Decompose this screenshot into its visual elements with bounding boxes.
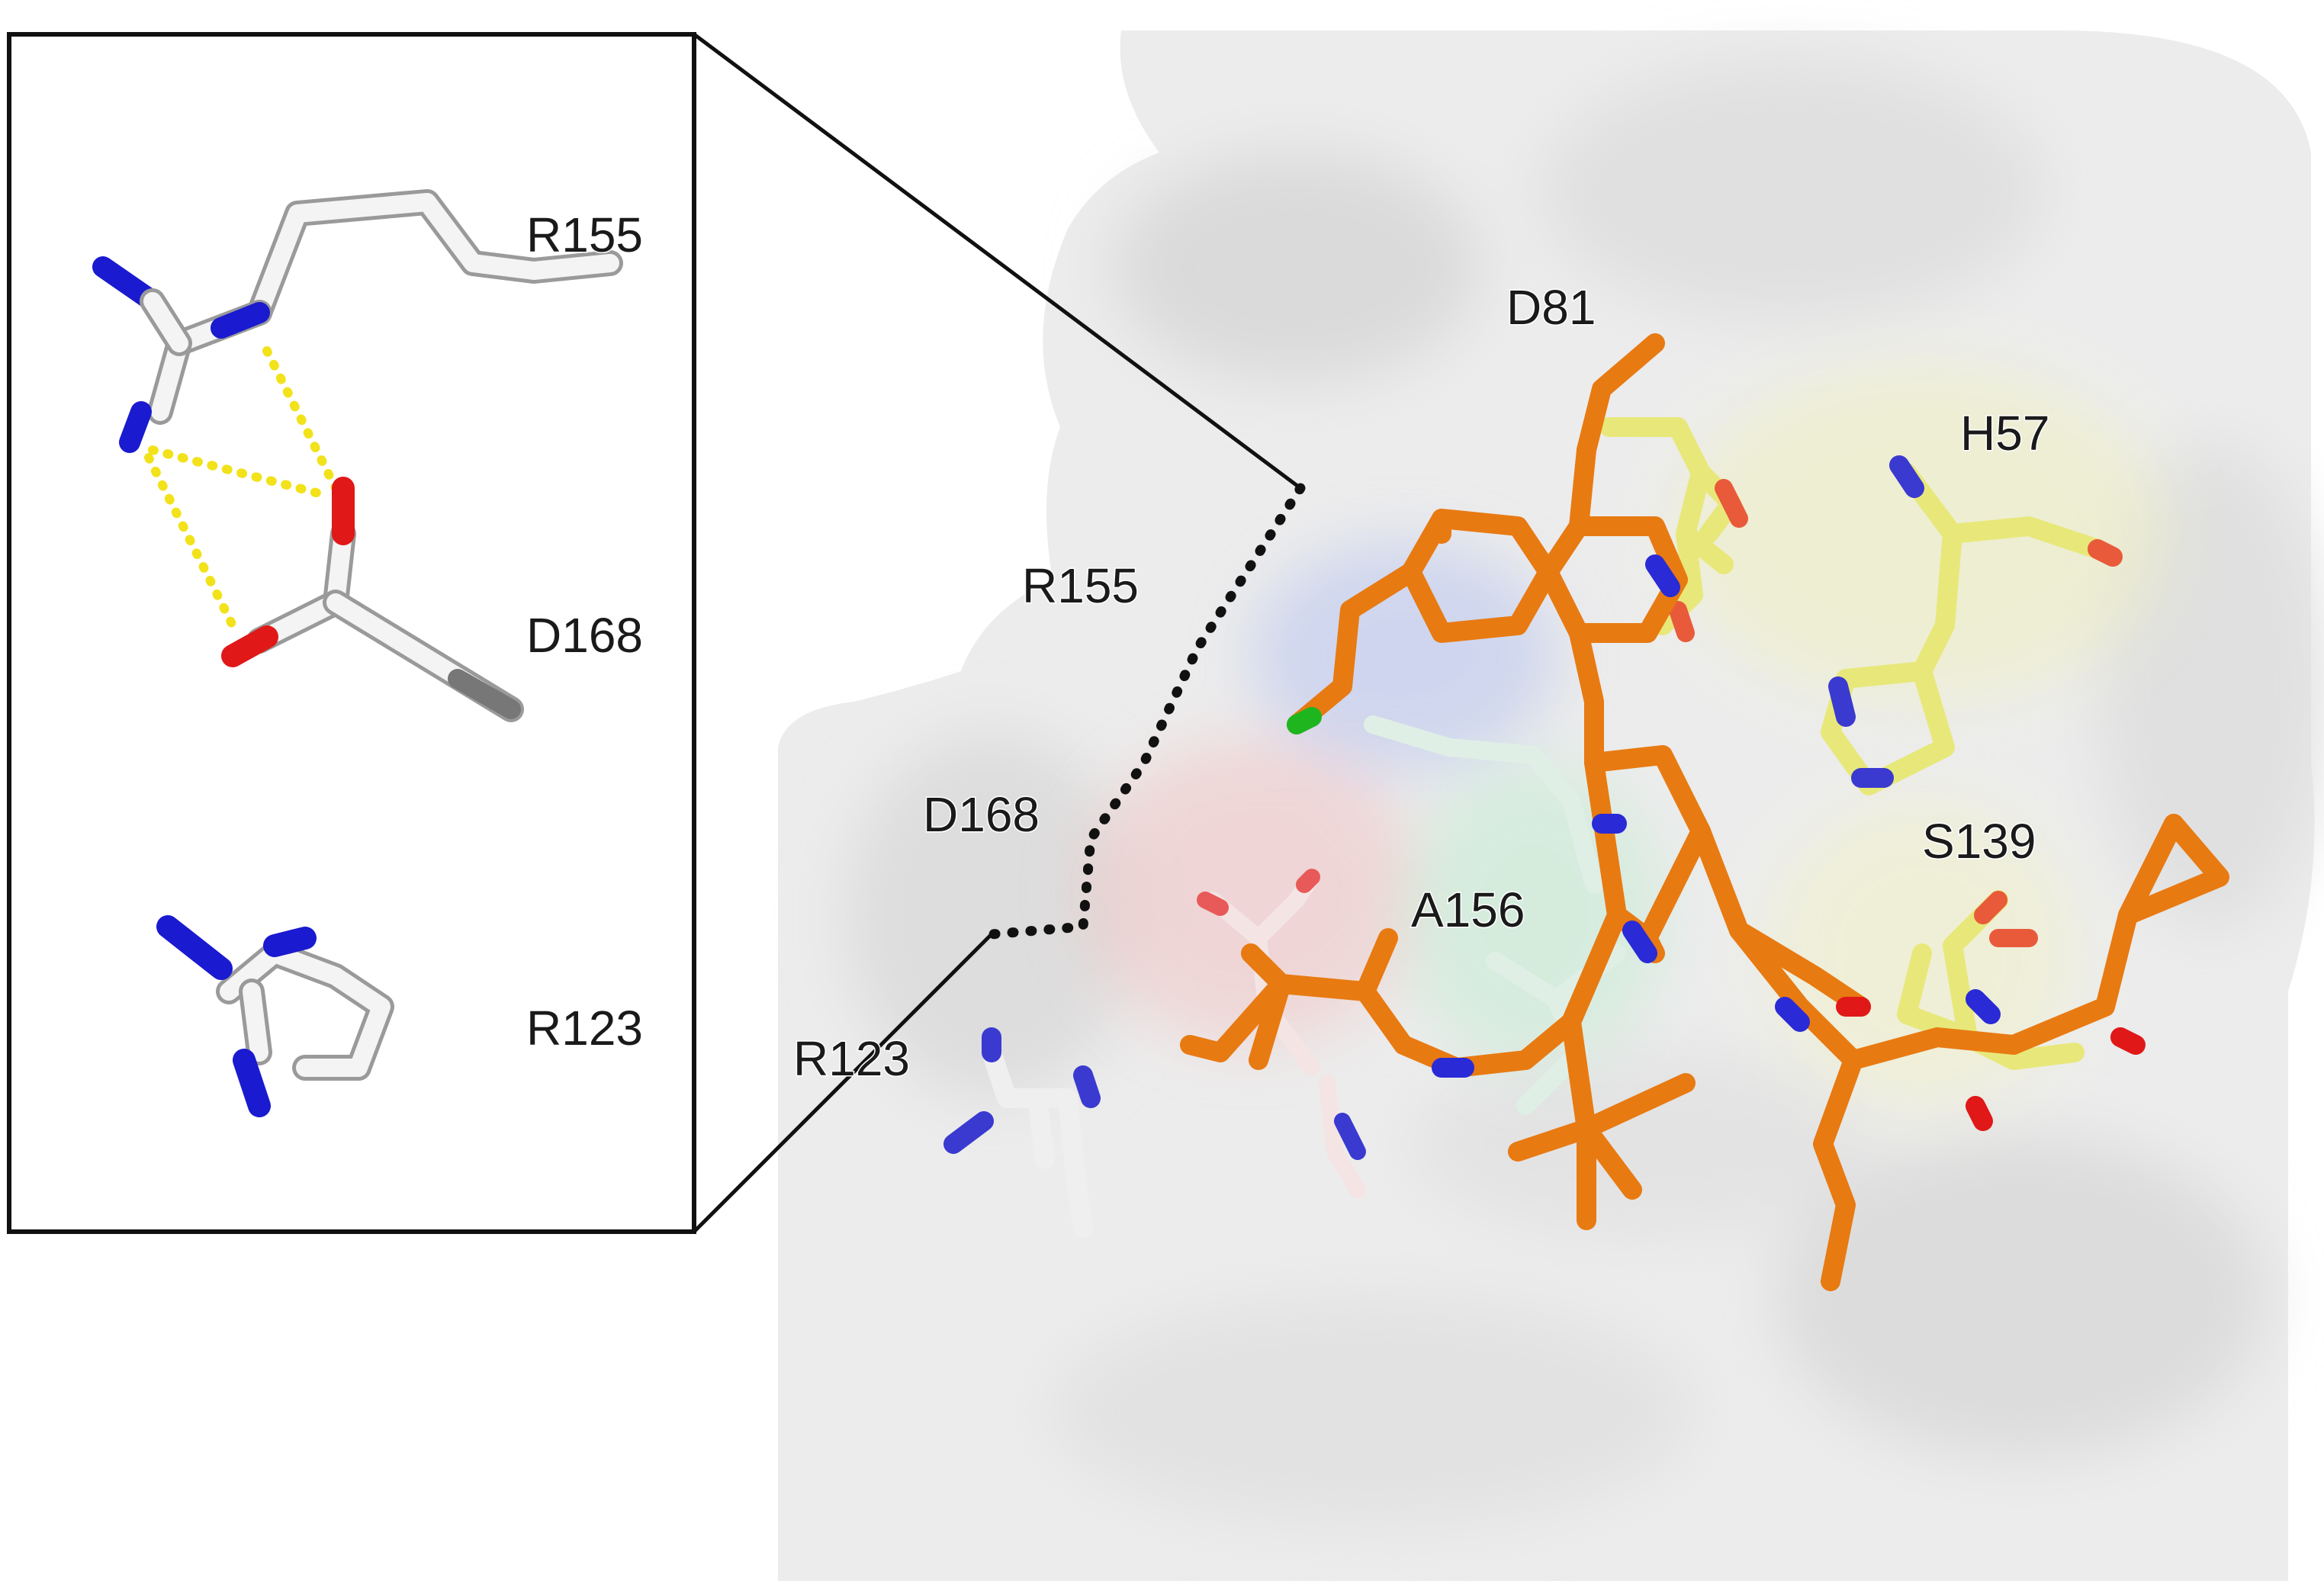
inset-label-r155: R155 [526,207,643,262]
protein-surface [778,31,2324,1581]
inset-frame [7,32,696,1234]
d168-main-nitrogen [1334,1113,1366,1160]
pocket-outline [693,32,1306,1233]
d81-oxygens [1669,479,1748,642]
inset-label-r123: R123 [526,1001,643,1056]
label-a156: A156 [1411,882,1525,937]
d168-main-oxygens [1197,869,1320,916]
s139-oxygens [1974,891,2038,947]
callout-line-top [693,32,1302,490]
inset-r123-sticks [156,915,394,1117]
main-residues [943,333,2229,1291]
h57-sticks [1821,463,2123,795]
label-d81: D81 [1506,280,1596,335]
label-d168-main: D168 [923,787,1040,842]
label-h57: H57 [1960,406,2049,461]
h57-nitrogens [1828,455,1924,788]
main-labels: D81 H57 R155 D168 S139 A156 R123 [792,279,2051,1088]
ligand-heteroatoms [1287,554,2146,1131]
callout-line-bottom [693,933,993,1233]
inset-panel: R155 D168 R123 [7,32,696,1234]
surface-shading [847,61,2324,1525]
inset-d168-sticks [221,477,524,722]
label-r123-main: R123 [793,1031,910,1086]
label-s139: S139 [1922,814,2036,869]
pocket-dotted-line [986,483,1306,940]
inset-hbonds [144,346,340,638]
r123-main-nitrogens [943,1027,1101,1154]
inset-label-d168: D168 [526,608,643,663]
inset-r155-sticks [92,189,623,453]
r123-main-sticks [982,1043,1093,1238]
label-r155-main: R155 [1022,558,1139,613]
